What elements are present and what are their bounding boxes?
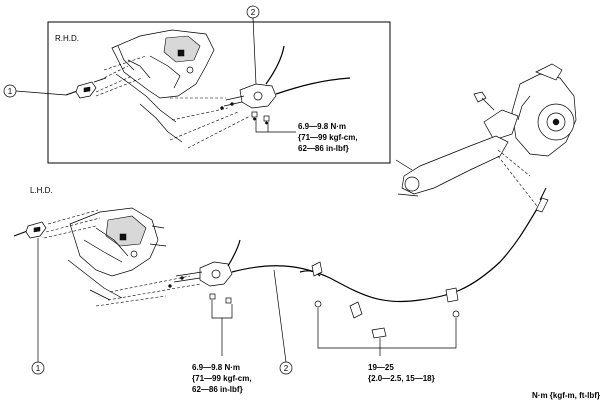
svg-text:62—86 in-lbf}: 62—86 in-lbf}: [298, 144, 349, 153]
svg-text:{71—99 kgf-cm,: {71—99 kgf-cm,: [298, 133, 358, 142]
lhd-label: L.H.D.: [30, 186, 53, 195]
lhd-floor-panel: [67, 207, 167, 301]
svg-text:2: 2: [284, 364, 289, 373]
rhd-label: R.H.D.: [55, 34, 79, 43]
parking-brake-cable: [231, 203, 541, 303]
callout-2-lhd: 2: [273, 269, 293, 375]
svg-text:2: 2: [251, 8, 256, 17]
lhd-cable-bracket: [168, 239, 241, 304]
callout-1-rhd: 1: [3, 84, 67, 98]
svg-text:1: 1: [36, 364, 41, 373]
torque-lhd-left: 6.9—9.8 N·m {71—99 kgf-cm, 62—86 in-lbf}: [192, 300, 252, 394]
svg-text:{2.0—2.5, 15—18}: {2.0—2.5, 15—18}: [368, 374, 435, 383]
rear-knuckle-assembly: [395, 63, 577, 197]
rhd-cable-bracket: [220, 45, 351, 125]
callout-2-rhd: 2: [246, 5, 260, 85]
svg-text:6.9—9.8 N·m: 6.9—9.8 N·m: [298, 122, 346, 131]
rhd-inset-frame: [47, 21, 391, 164]
rhd-guide-lines: [95, 55, 251, 149]
units-note: N·m {kgf-m, ft-lbf}: [532, 391, 600, 400]
svg-text:{71—99 kgf-cm,: {71—99 kgf-cm,: [192, 374, 252, 383]
lhd-parking-lever: [13, 221, 47, 239]
svg-text:62—86 in-lbf}: 62—86 in-lbf}: [192, 385, 243, 394]
cable-clips: [311, 261, 460, 339]
svg-text:6.9—9.8 N·m: 6.9—9.8 N·m: [192, 363, 240, 372]
cable-end-fitting: [535, 187, 549, 213]
torque-rhd: 6.9—9.8 N·m {71—99 kgf-cm, 62—86 in-lbf}: [255, 118, 358, 153]
torque-lhd-right: 19—25 {2.0—2.5, 15—18}: [317, 308, 457, 383]
rhd-floor-panel: [111, 29, 215, 143]
knuckle-guide-line: [497, 149, 541, 211]
svg-text:19—25: 19—25: [368, 363, 394, 372]
callout-1-lhd: 1: [31, 238, 45, 375]
lhd-guide-lines: [43, 209, 201, 307]
rhd-parking-lever: [65, 77, 107, 99]
cable-branch: [299, 270, 321, 277]
rhd-inset: R.H.D.: [3, 5, 391, 164]
svg-text:1: 1: [8, 87, 13, 96]
